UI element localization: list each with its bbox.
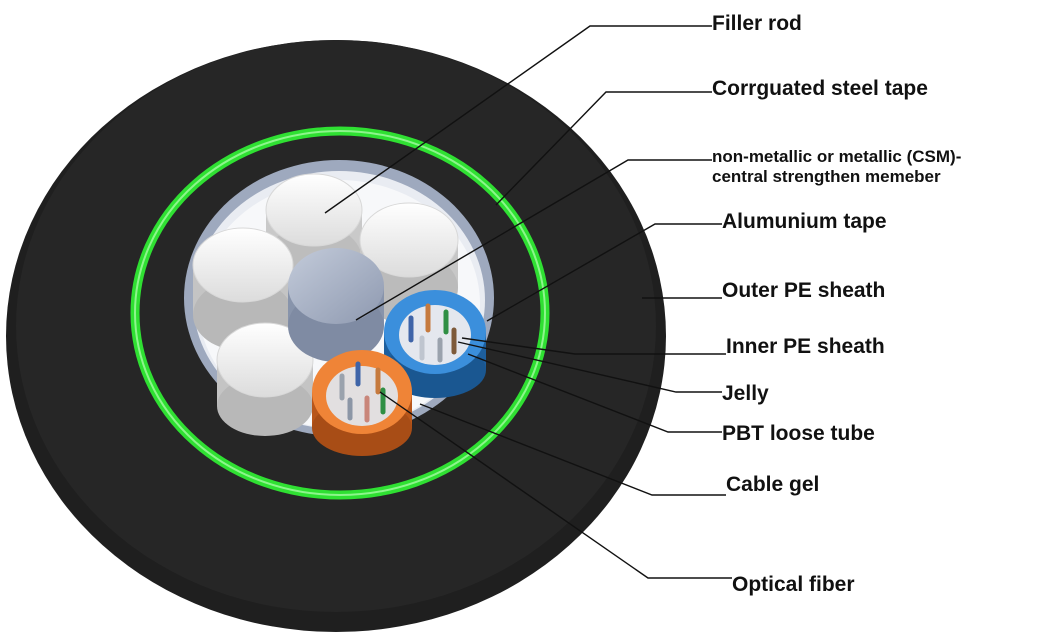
label-central-member-line2: central strengthen memeber <box>712 167 941 187</box>
leader-filler-rod <box>324 25 712 214</box>
label-cable-gel: Cable gel <box>726 473 820 496</box>
label-optical-fiber: Optical fiber <box>732 573 855 596</box>
label-jelly: Jelly <box>722 382 769 405</box>
label-central-strength-member: non-metallic or metallic (CSM)- central … <box>712 147 1032 187</box>
label-outer-pe-sheath: Outer PE sheath <box>722 279 886 302</box>
leader-jelly <box>457 341 722 393</box>
label-filler-rod: Filler rod <box>712 12 802 35</box>
leader-steel-tape <box>495 91 712 206</box>
leader-inner-sheath <box>461 337 726 355</box>
label-aluminium-tape: Alumunium tape <box>722 210 887 233</box>
optical-fibers <box>408 303 457 363</box>
label-central-member-line1: non-metallic or metallic (CSM)- <box>712 147 962 166</box>
leader-central-member <box>355 159 712 321</box>
label-inner-pe-sheath: Inner PE sheath <box>726 335 885 358</box>
leader-lines <box>324 25 732 579</box>
orange-loose-tube <box>312 350 412 456</box>
leader-cable-gel <box>419 403 726 496</box>
steel-tape-highlight <box>134 130 546 496</box>
leader-aluminium-tape <box>486 223 722 322</box>
filler-rod <box>216 322 314 436</box>
label-corrugated-steel-tape: Corrguated steel tape <box>712 77 928 100</box>
leader-pbt-tube <box>467 353 722 433</box>
leader-optical-fiber <box>379 391 732 579</box>
label-pbt-loose-tube: PBT loose tube <box>722 422 875 445</box>
central-strength-member <box>288 248 384 362</box>
